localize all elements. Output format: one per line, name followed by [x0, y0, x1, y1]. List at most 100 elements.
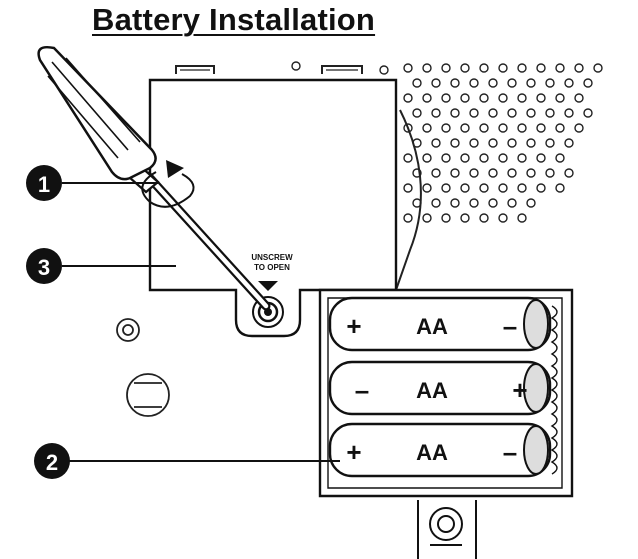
battery-2-right-terminal: +	[512, 375, 527, 405]
grille-hole	[564, 138, 574, 148]
grille-hole	[422, 213, 432, 223]
grille-hole	[469, 78, 479, 88]
grille-hole	[479, 213, 489, 223]
grille-hole	[403, 153, 413, 163]
grille-hole	[517, 93, 527, 103]
grille-hole	[403, 123, 413, 133]
battery-1-right-terminal: –	[503, 311, 517, 341]
grille-hole	[460, 213, 470, 223]
grille-hole	[450, 78, 460, 88]
grille-hole	[479, 93, 489, 103]
rotate-counterclockwise-icon	[141, 160, 195, 208]
grille-hole	[526, 78, 536, 88]
grille-hole	[379, 65, 389, 75]
grille-hole	[460, 93, 470, 103]
grille-hole	[498, 213, 508, 223]
grille-hole	[517, 63, 527, 73]
grille-hole	[412, 168, 422, 178]
battery-1-label: AA	[416, 314, 448, 339]
grille-hole	[555, 93, 565, 103]
grille-hole	[545, 168, 555, 178]
grille-hole	[555, 63, 565, 73]
grille-hole	[441, 213, 451, 223]
grille-hole	[460, 63, 470, 73]
grille-hole	[526, 108, 536, 118]
grille-hole	[488, 168, 498, 178]
grille-hole	[403, 63, 413, 73]
grille-hole	[403, 213, 413, 223]
battery-cover	[148, 65, 398, 338]
battery-1	[328, 296, 552, 352]
grille-hole	[593, 63, 603, 73]
callout-badge-1: 1	[26, 165, 62, 201]
grille-hole	[517, 183, 527, 193]
grille-hole	[488, 78, 498, 88]
grille-hole	[460, 153, 470, 163]
grille-hole	[469, 108, 479, 118]
grille-hole	[555, 123, 565, 133]
grille-hole	[545, 108, 555, 118]
callout-badge-3: 3	[26, 248, 62, 284]
page-title: Battery Installation	[92, 2, 376, 37]
grille-hole	[507, 108, 517, 118]
battery-2-label: AA	[416, 378, 448, 403]
grille-hole	[403, 183, 413, 193]
grille-hole	[488, 198, 498, 208]
grille-hole	[545, 138, 555, 148]
grille-hole	[450, 168, 460, 178]
grille-hole	[517, 213, 527, 223]
grille-hole	[422, 93, 432, 103]
grille-hole	[536, 153, 546, 163]
mounting-bosses	[116, 318, 170, 417]
grille-hole	[526, 168, 536, 178]
grille-hole	[441, 153, 451, 163]
grille-hole	[536, 183, 546, 193]
connector-post	[417, 500, 477, 559]
grille-hole	[431, 198, 441, 208]
grille-hole	[498, 123, 508, 133]
grille-hole	[469, 138, 479, 148]
battery-2	[328, 360, 552, 416]
grille-hole	[291, 61, 301, 71]
grille-hole	[488, 108, 498, 118]
grille-hole	[526, 198, 536, 208]
screwdriver-icon	[37, 46, 271, 311]
grille-hole	[431, 78, 441, 88]
grille-hole	[460, 183, 470, 193]
grille-hole	[479, 183, 489, 193]
grille-hole	[422, 153, 432, 163]
grille-hole	[431, 138, 441, 148]
grille-hole	[574, 63, 584, 73]
grille-hole	[450, 138, 460, 148]
grille-hole	[469, 198, 479, 208]
battery-3-left-terminal: +	[346, 437, 361, 467]
grille-hole	[469, 168, 479, 178]
grille-hole	[431, 168, 441, 178]
grille-hole	[498, 93, 508, 103]
grille-hole	[441, 123, 451, 133]
grille-hole	[564, 168, 574, 178]
grille-hole	[441, 93, 451, 103]
grille-hole	[507, 78, 517, 88]
battery-1-left-terminal: +	[346, 311, 361, 341]
grille-hole	[507, 168, 517, 178]
callout-number-3: 3	[38, 255, 50, 280]
grille-hole	[498, 63, 508, 73]
grille-hole	[545, 78, 555, 88]
cover-label-line1: UNSCREW	[251, 253, 293, 262]
grille-hole	[422, 123, 432, 133]
grille-hole	[498, 183, 508, 193]
grille-hole	[574, 93, 584, 103]
grille-hole	[507, 198, 517, 208]
grille-hole	[583, 78, 593, 88]
grille-hole	[412, 108, 422, 118]
grille-hole	[422, 63, 432, 73]
battery-3	[328, 422, 552, 478]
grille-hole	[441, 63, 451, 73]
grille-hole	[479, 63, 489, 73]
callout-number-2: 2	[46, 450, 58, 475]
grille-hole	[479, 153, 489, 163]
grille-hole	[460, 123, 470, 133]
